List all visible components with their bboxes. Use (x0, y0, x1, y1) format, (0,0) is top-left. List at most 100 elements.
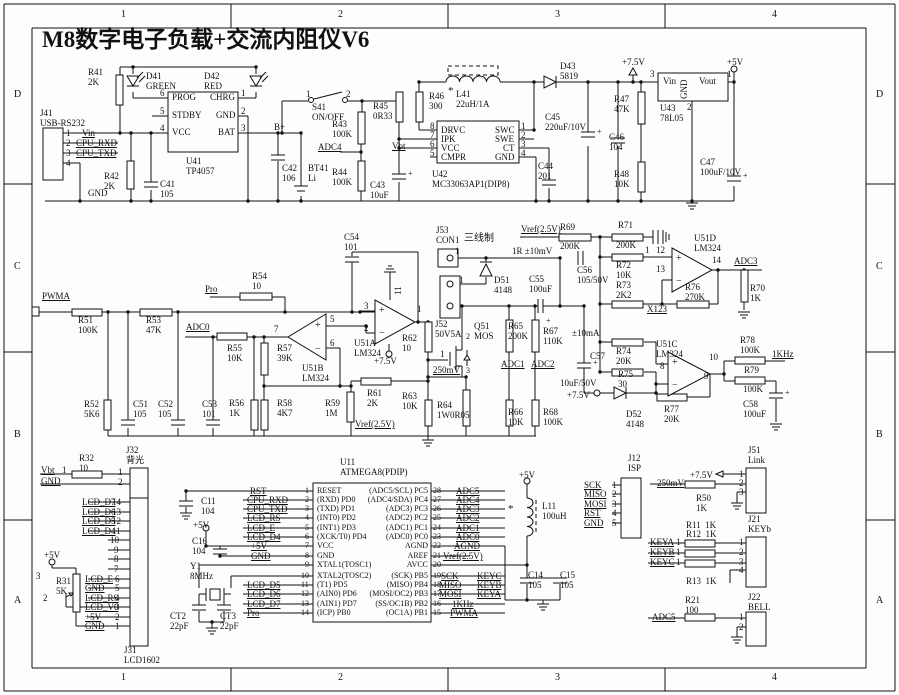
R67-label: R67 110K (543, 326, 563, 346)
J31-num-14: 14 (112, 497, 121, 507)
C44-symbol (542, 179, 556, 186)
U11-n7: 7 (305, 541, 309, 550)
C15-symbol (553, 577, 567, 584)
D42-label: D42 RED (204, 71, 222, 91)
U43-pin-gnd: GND (679, 79, 689, 100)
C41-symbol (144, 181, 158, 188)
C53-symbol (206, 419, 220, 426)
U11-ext-adc2: ADC2 (456, 513, 480, 523)
R69-symbol (558, 233, 592, 242)
J41-net-vin: Vin (82, 128, 95, 138)
net-adc3-mid: ADC3 (734, 256, 758, 266)
R58-label: R58 4K7 (277, 398, 293, 418)
J52-ref: J52 50V5A (435, 319, 462, 339)
R71-value: 200K (616, 240, 636, 250)
R51-label: R51 100K (78, 315, 98, 335)
U11-ext-pwma: PWMA (450, 608, 479, 618)
U41-pin-GND: GND (216, 110, 236, 120)
J31-num-3: 3 (115, 602, 120, 612)
grid-col3-top: 3 (555, 9, 560, 20)
J31-net-d5: LCD_D5 (82, 516, 116, 526)
R79-value: 100K (743, 384, 763, 394)
J31-net-v0: LCD_V0 (85, 602, 119, 612)
R45-label: R45 0R33 (373, 101, 393, 121)
BT41-symbol (294, 185, 308, 192)
U11-r-16: (SS/OC1B) PB2 (375, 599, 428, 608)
U51D-num-13: 13 (656, 264, 665, 274)
U11-n27: 27 (433, 495, 441, 504)
C47-symbol: + (727, 171, 748, 182)
R79-symbol (734, 376, 766, 385)
D42-symbol (249, 71, 269, 87)
Y1-symbol (205, 588, 225, 601)
U51A-num-2: 2 (364, 323, 369, 333)
term-p5-l11-symbol (523, 477, 531, 485)
R78-symbol (734, 356, 766, 365)
U11-ext-adc1: ADC1 (456, 523, 480, 533)
J31-num-13: 13 (112, 507, 121, 517)
R31-num-3: 3 (36, 571, 41, 581)
R58-symbol (260, 399, 269, 431)
J41-num-4: 4 (66, 158, 71, 168)
frame-border (3, 3, 896, 692)
U11-ext-d5: LCD_D5 (247, 580, 281, 590)
gnd-c11-symbol (180, 512, 192, 520)
U11-ext-mosi: MOSI (439, 589, 462, 599)
svg-text:+: + (597, 127, 602, 136)
R47-label: R47 47K (614, 94, 630, 114)
J51-num-3: 3 (739, 487, 744, 497)
U11-n2: 2 (305, 495, 309, 504)
svg-text:+: + (743, 171, 748, 180)
R77-label: R77 20K (664, 404, 680, 424)
R73-symbol (611, 300, 644, 309)
U11-n18: 18 (433, 580, 441, 589)
Q51-label: Q51 MOS (474, 321, 494, 341)
U11-ext-gnd: GND (251, 551, 271, 561)
R44-symbol (357, 160, 366, 192)
R32-label: R32 10 (79, 453, 95, 473)
net-p5-c16: +5V (193, 520, 210, 530)
svg-text:+: + (408, 169, 413, 178)
U11-n1: 1 (305, 486, 309, 495)
R42-label: R42 2K (104, 171, 120, 191)
svg-text:−: − (315, 344, 321, 355)
J12-net-rst: RST (584, 508, 601, 518)
gnd-u51d-symbol (662, 230, 670, 244)
U11-r-28: (ADC5/SCL) PC5 (369, 486, 428, 495)
U42-pin-SWE: SWE (495, 134, 514, 144)
term-j52-1-symbol (446, 280, 454, 288)
J12-net-gnd: GND (584, 518, 604, 528)
R63-symbol (424, 399, 433, 427)
D41-symbol (126, 71, 146, 87)
CT2-symbol (192, 604, 206, 611)
U51D-symbol: +− (671, 247, 714, 293)
J41-net-rxd: CPU_RXD (76, 138, 118, 148)
gnd-c58-symbol (770, 423, 782, 431)
net-vbt-b: Vbt (41, 465, 55, 475)
R52-label: R52 5K6 (84, 399, 100, 419)
C54-label: C54 101 (344, 232, 360, 252)
grid-rowD-left: D (14, 89, 22, 100)
U42-num-6: 6 (430, 139, 435, 149)
net-keyb-b: KEYB (650, 547, 675, 557)
J52-num-1: 1 (459, 275, 464, 285)
R45-symbol (395, 91, 404, 123)
S41-num-2: 2 (346, 89, 351, 99)
gnd-j22-symbol (731, 636, 743, 644)
grid-rowC-left: C (14, 261, 21, 272)
J12-num-1: 1 (612, 480, 617, 490)
R51-symbol (71, 308, 103, 317)
R75-label: R75 30 (618, 369, 634, 389)
R75-symbol (611, 368, 644, 377)
R63-label: R63 10K (402, 391, 418, 411)
R53-symbol (139, 308, 173, 317)
net-1khz-mid: 1KHz (772, 349, 794, 359)
U11-ext-keyc: KEYC (477, 571, 502, 581)
L11-symbol (526, 497, 537, 537)
net-vbt: Vbt (392, 141, 406, 151)
R43-label: R43 100K (332, 119, 352, 139)
gnd-mid-symbol (422, 439, 434, 447)
L41-symbol (445, 65, 501, 83)
R21-label: R21 100 (685, 595, 701, 615)
